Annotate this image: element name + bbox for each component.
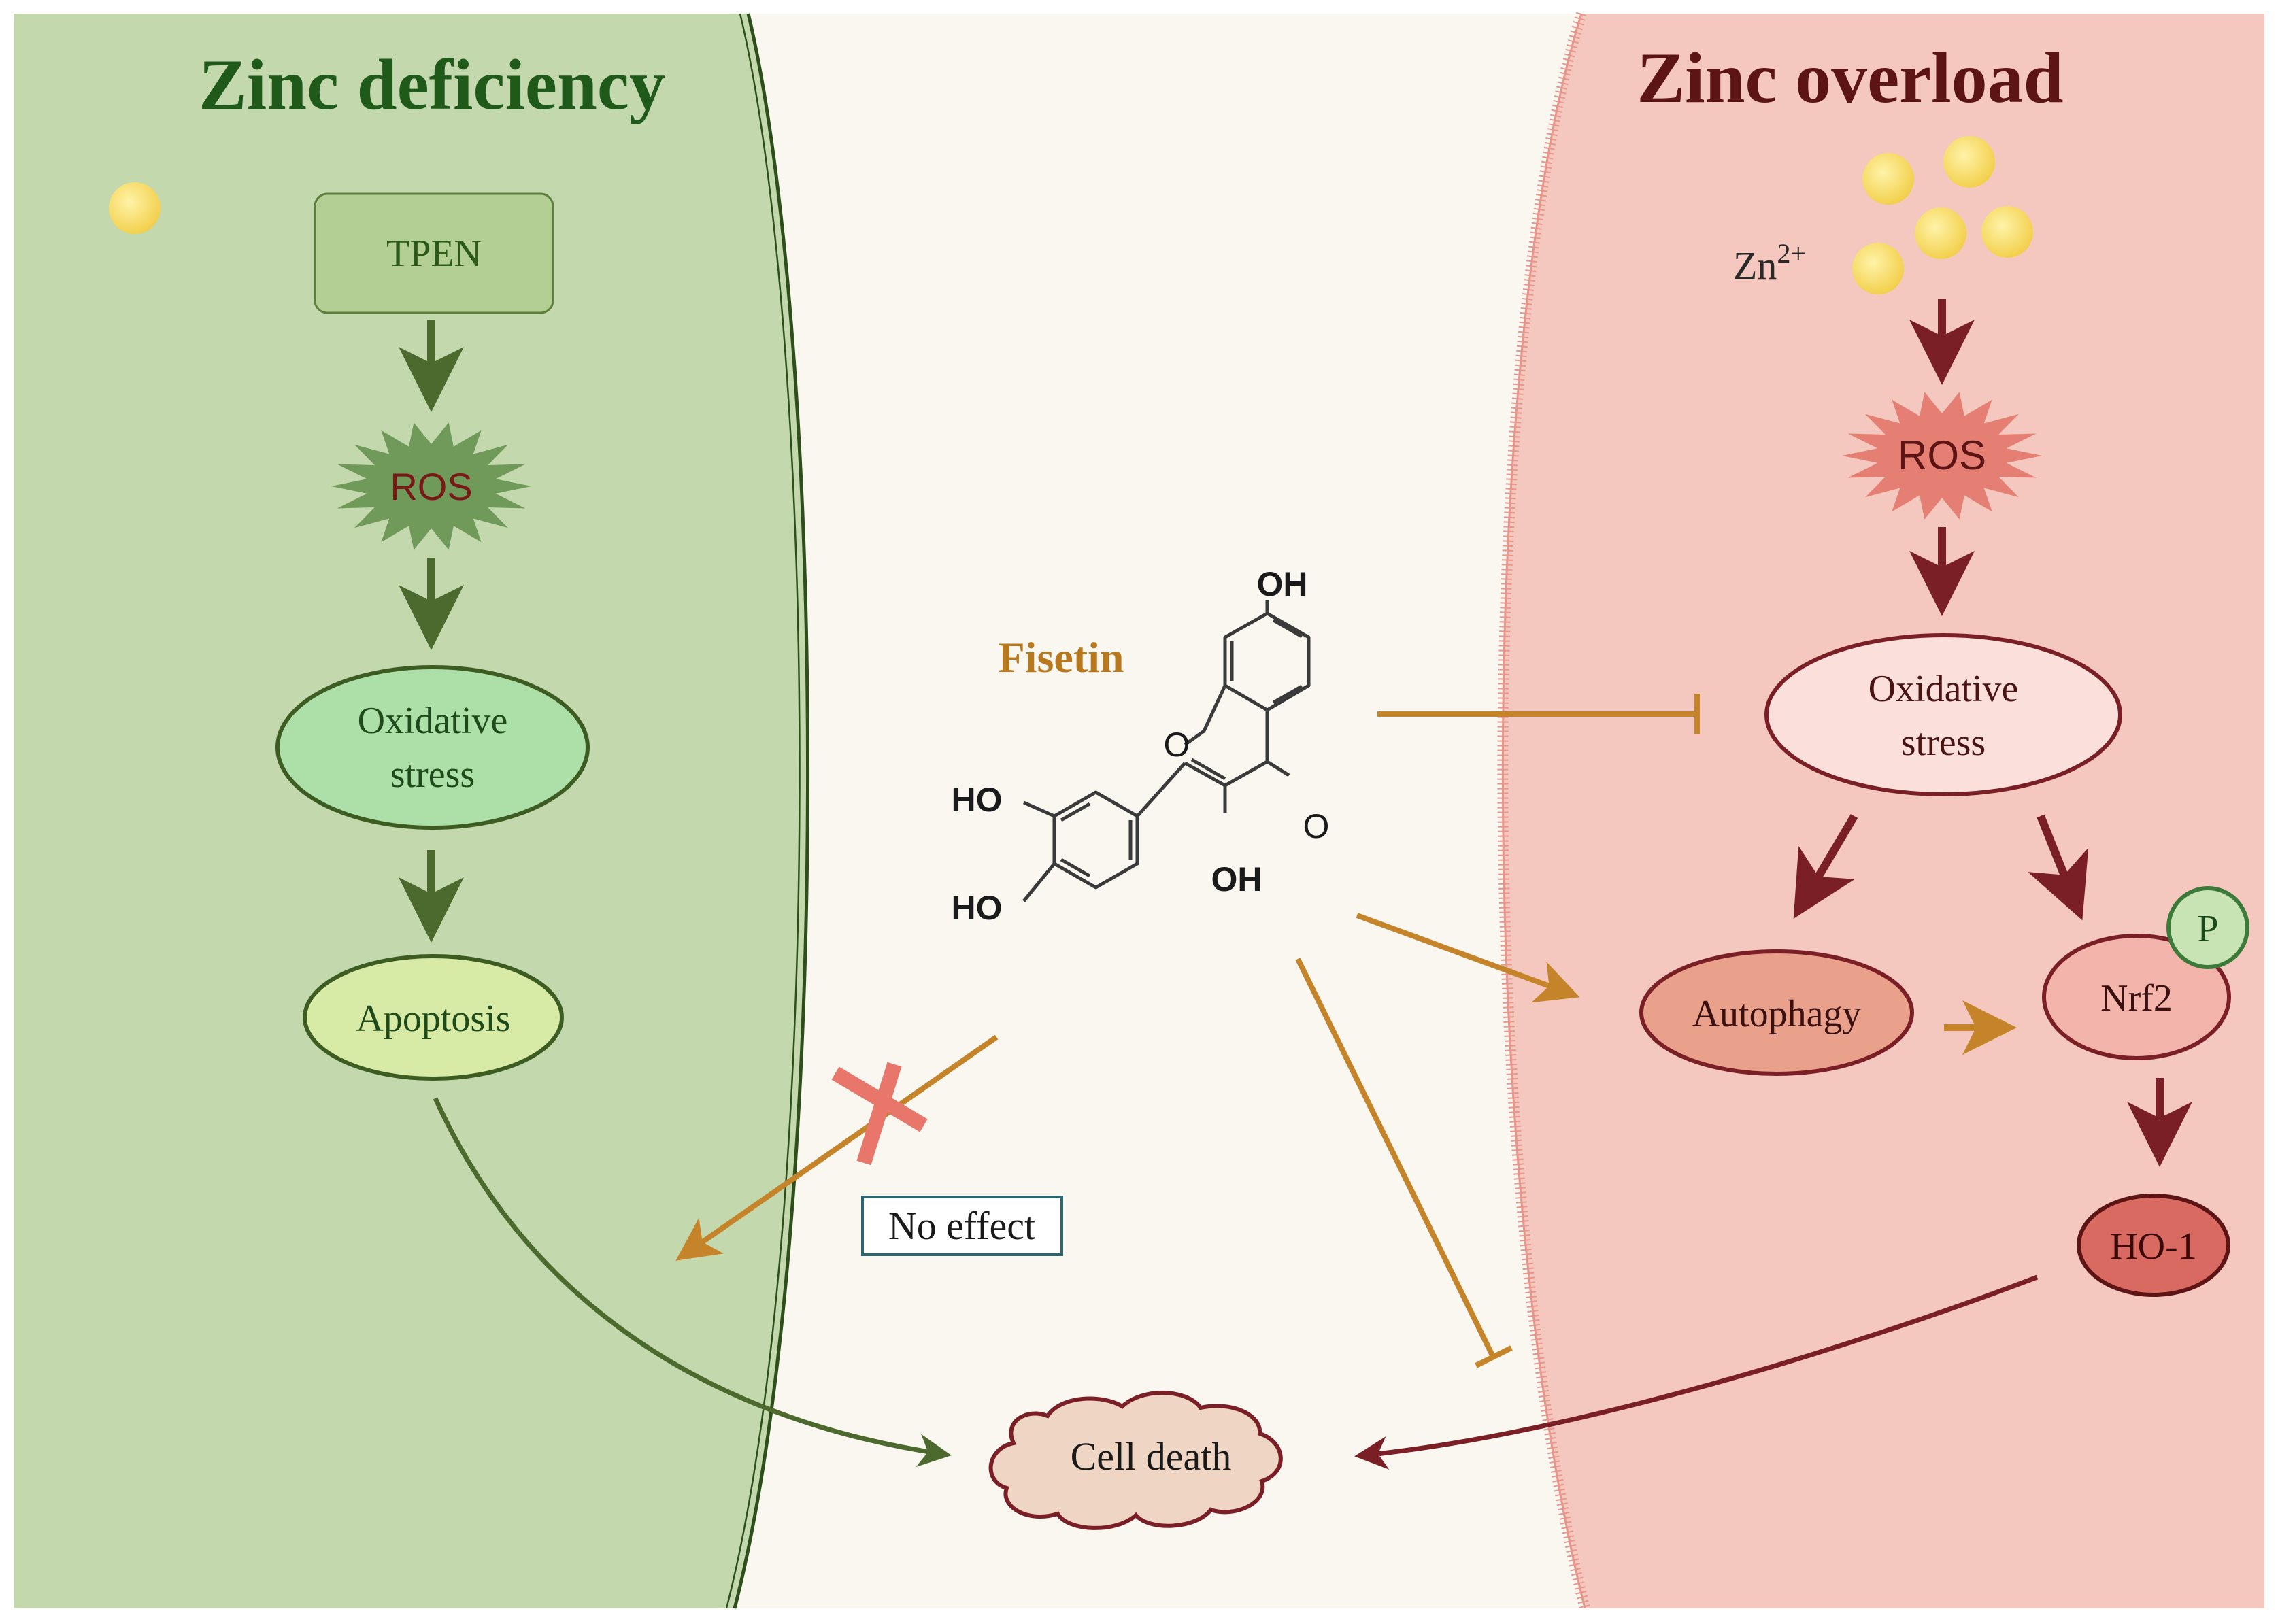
right-panel-background bbox=[1503, 14, 2264, 1608]
ring-oxygen: O bbox=[1164, 726, 1190, 764]
zinc-ion bbox=[1862, 153, 1914, 205]
arrow-fisetin-noeffect bbox=[675, 1034, 999, 1261]
autophagy-label: Autophagy bbox=[1692, 993, 1862, 1035]
oxidative-stress-left bbox=[275, 665, 590, 830]
zn-label: Zn2+ bbox=[1733, 238, 1806, 288]
arrow-ho1-celldeath bbox=[1354, 1274, 2039, 1470]
tpen-label: TPEN bbox=[386, 233, 482, 275]
left-membrane bbox=[733, 13, 810, 1609]
zinc-ion bbox=[1943, 136, 1995, 188]
ho-left-1: HO bbox=[952, 781, 1003, 819]
zinc-ion bbox=[109, 182, 161, 234]
apoptosis-label: Apoptosis bbox=[356, 998, 510, 1040]
oxidative-right-line2: stress bbox=[1901, 722, 1986, 764]
oh-top: OH bbox=[1257, 565, 1308, 603]
arrow-fisetin-autophagy bbox=[1356, 913, 1580, 1003]
phospho-label: P bbox=[2197, 908, 2218, 950]
arrow-oxidative-nrf2 bbox=[2028, 814, 2089, 921]
right-membrane-line bbox=[1501, 13, 1586, 1609]
arrow-oxidative-autophagy bbox=[1793, 813, 1858, 919]
zinc-ion bbox=[1915, 207, 1966, 259]
zn-symbol: Zn bbox=[1733, 243, 1777, 288]
fisetin-label: Fisetin bbox=[999, 633, 1124, 681]
cell-death-label: Cell death bbox=[1071, 1434, 1232, 1478]
zinc-ions-cluster bbox=[1852, 136, 2033, 294]
fisetin-structure bbox=[1022, 600, 1311, 902]
ros-burst-right bbox=[1841, 392, 2043, 520]
zn-charge: 2+ bbox=[1777, 238, 1806, 269]
no-effect-box bbox=[861, 1196, 1063, 1256]
left-title: Zinc deficiency bbox=[199, 45, 665, 124]
nrf2-node bbox=[2042, 934, 2231, 1060]
left-membrane-inner bbox=[725, 13, 801, 1609]
oh-bottom: OH bbox=[1211, 860, 1262, 898]
ho-left-2: HO bbox=[952, 889, 1003, 927]
ho1-label: HO-1 bbox=[2110, 1225, 2197, 1268]
zinc-ion bbox=[1852, 243, 1904, 294]
keto-oxygen: O bbox=[1303, 807, 1330, 845]
no-effect-label: No effect bbox=[888, 1204, 1035, 1248]
right-title: Zinc overload bbox=[1637, 38, 2063, 118]
phospho-badge bbox=[2166, 886, 2249, 969]
nrf2-label: Nrf2 bbox=[2100, 977, 2173, 1019]
oxidative-left-line2: stress bbox=[390, 754, 475, 796]
tpen-box bbox=[314, 192, 554, 314]
oxidative-right-line1: Oxidative bbox=[1869, 668, 2019, 710]
apoptosis-node bbox=[303, 954, 564, 1081]
ros-left-label: ROS bbox=[390, 465, 472, 508]
oxidative-left-line1: Oxidative bbox=[358, 700, 508, 742]
autophagy-node bbox=[1639, 949, 1914, 1076]
arrow-apoptosis-celldeath bbox=[433, 1097, 952, 1467]
ros-burst-left bbox=[331, 422, 532, 550]
inhibit-bar-celldeath bbox=[1475, 1345, 1513, 1368]
ho1-node bbox=[2077, 1194, 2230, 1297]
zinc-ion bbox=[1981, 206, 2033, 258]
cell-death-cloud bbox=[988, 1391, 1283, 1530]
ros-right-label: ROS bbox=[1898, 433, 1986, 478]
oxidative-stress-right bbox=[1764, 633, 2122, 796]
inhibit-celldeath bbox=[1295, 958, 1496, 1358]
cross-icon bbox=[831, 1062, 928, 1166]
